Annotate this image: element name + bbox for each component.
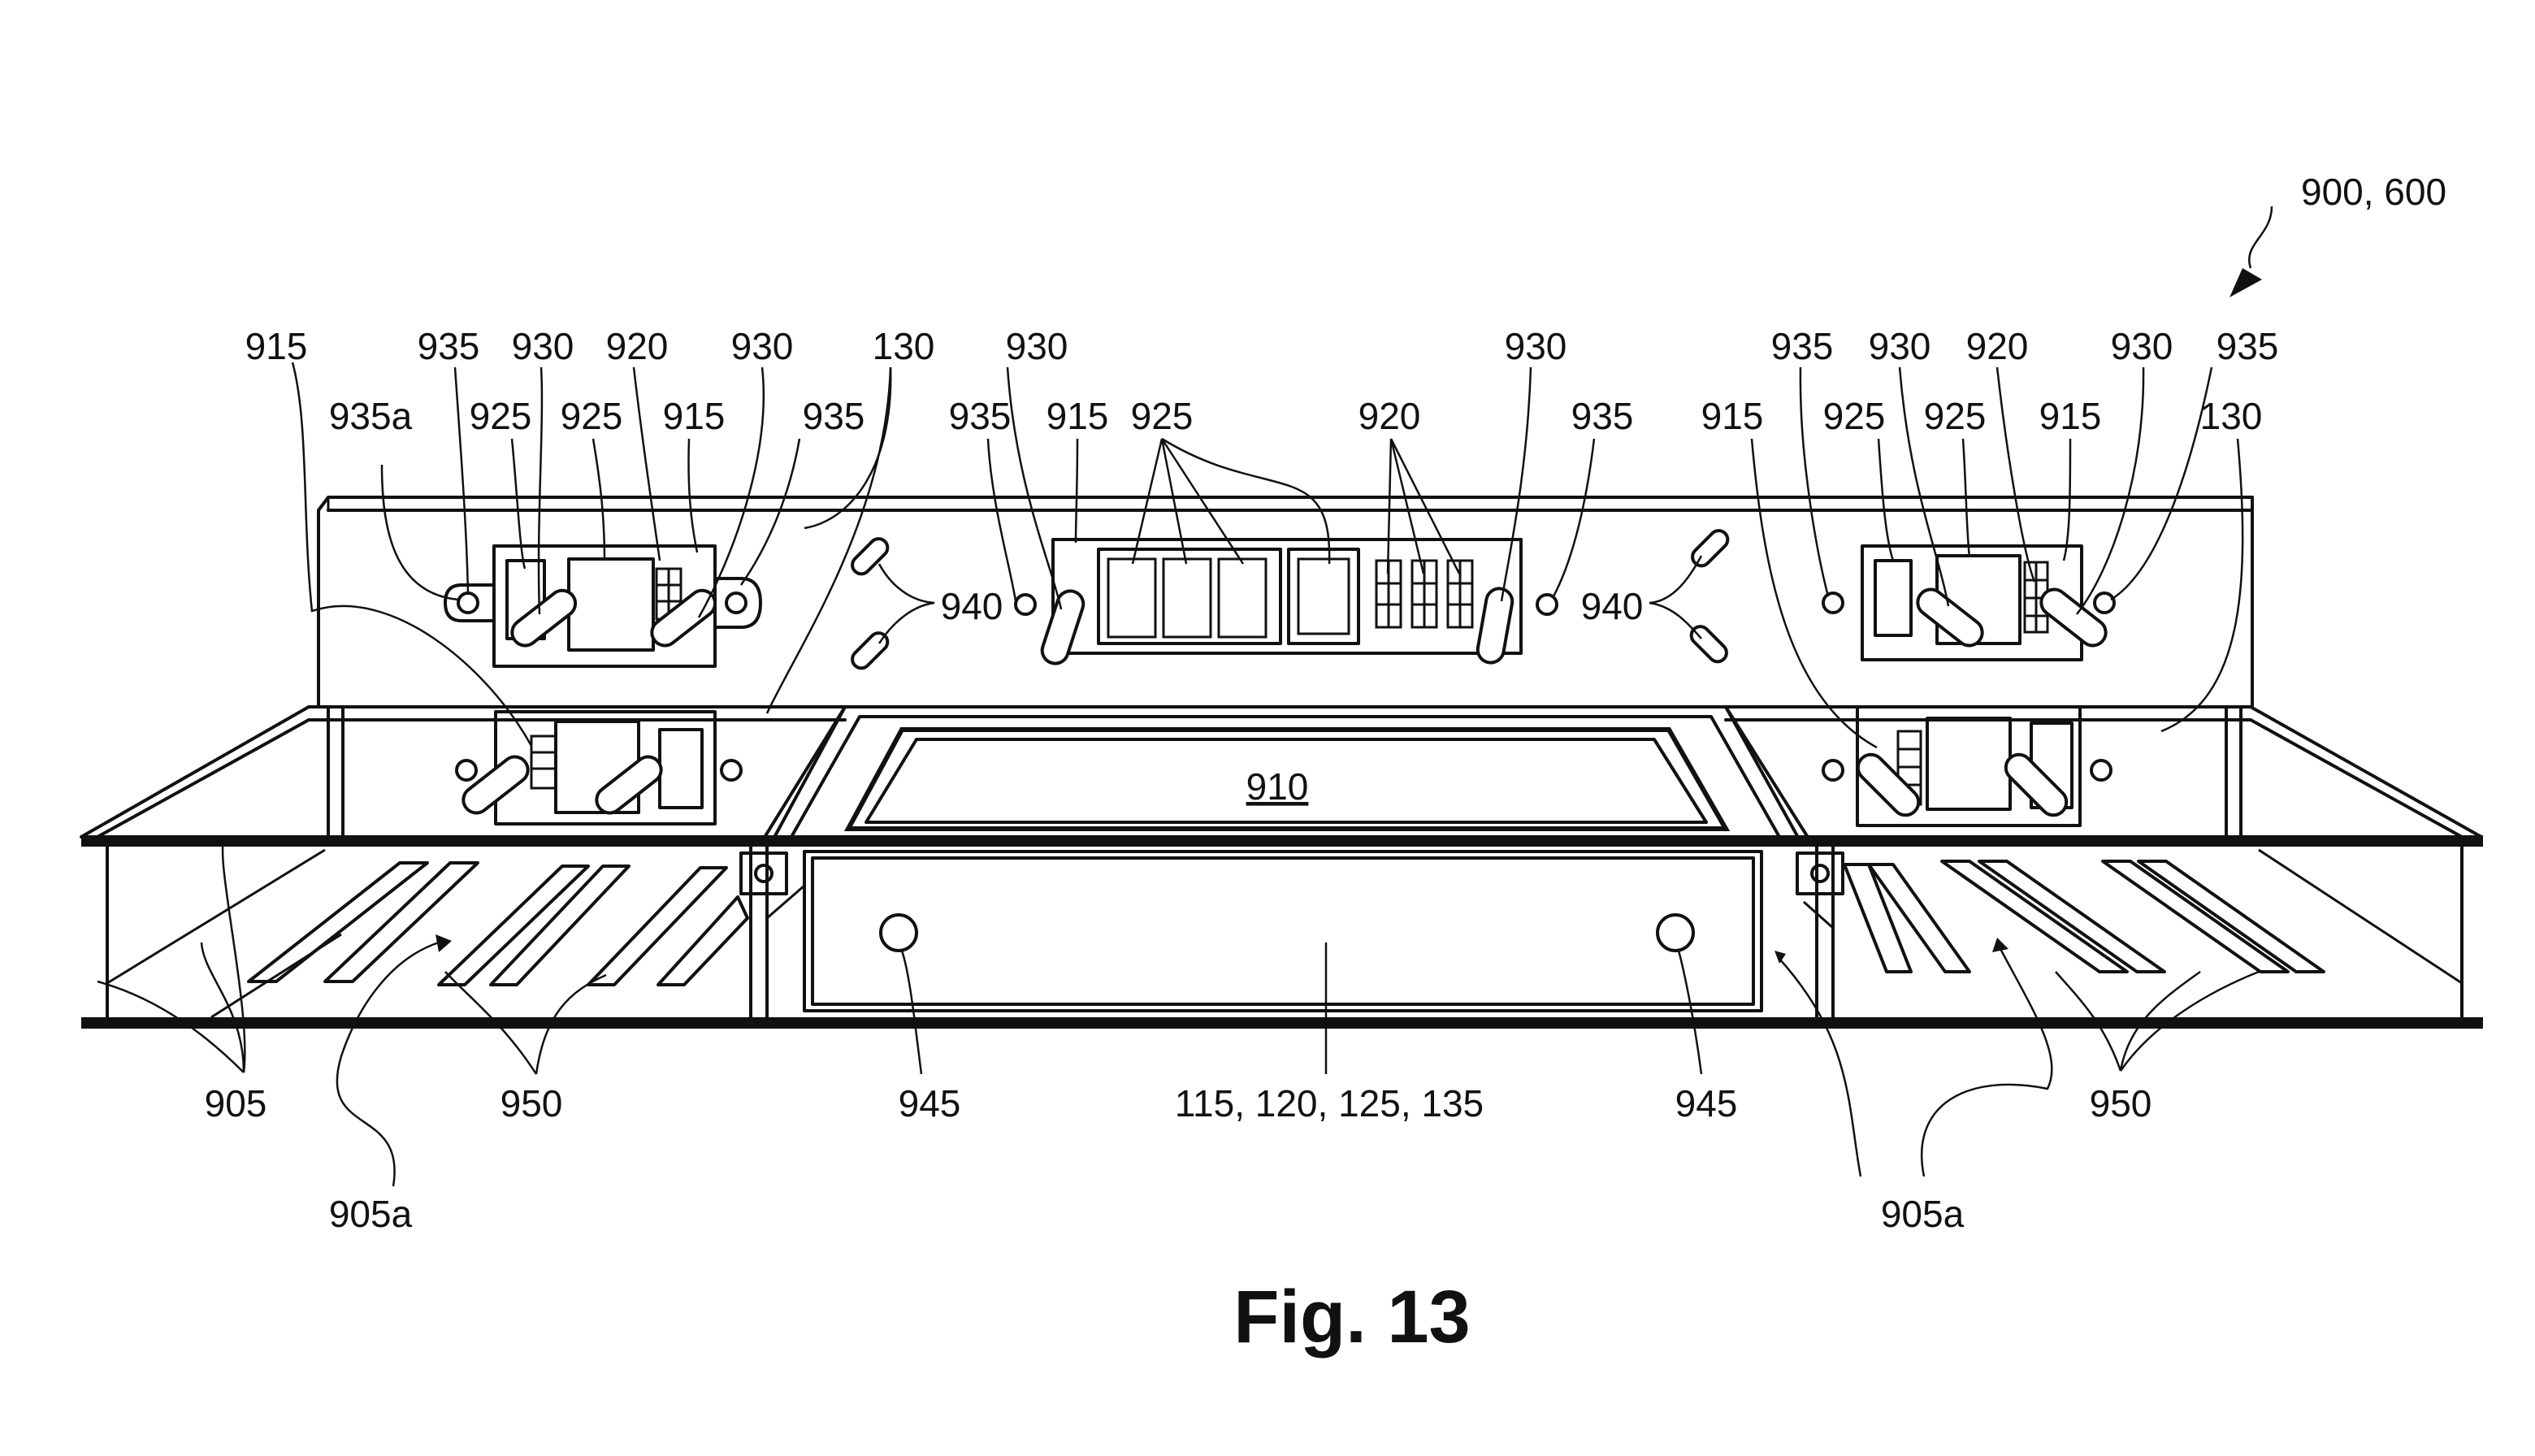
label-950: 950 <box>500 1082 563 1124</box>
label-130: 130 <box>2200 395 2263 437</box>
label-935: 935 <box>803 395 865 437</box>
vent-slots-950 <box>247 860 2325 986</box>
label-925: 925 <box>1131 395 1194 437</box>
reference-labels: 900, 600 915 935 930 920 930 130 930 930… <box>205 171 2446 1358</box>
label-930: 930 <box>2111 325 2173 367</box>
label-115-120-125-135: 115, 120, 125, 135 <box>1175 1082 1484 1124</box>
label-920: 920 <box>606 325 669 367</box>
label-915: 915 <box>663 395 726 437</box>
label-915: 915 <box>1701 395 1764 437</box>
label-905a: 905a <box>329 1193 413 1235</box>
label-925: 925 <box>561 395 623 437</box>
label-925: 925 <box>470 395 532 437</box>
label-905a: 905a <box>1881 1193 1965 1235</box>
label-925: 925 <box>1924 395 1987 437</box>
center-upper-module <box>1014 538 1558 665</box>
label-915: 915 <box>1046 395 1109 437</box>
label-935a: 935a <box>329 395 413 437</box>
label-940: 940 <box>1581 585 1644 627</box>
label-130: 130 <box>873 325 935 367</box>
label-950: 950 <box>2090 1082 2152 1124</box>
label-935: 935 <box>2216 325 2279 367</box>
label-945: 945 <box>1675 1082 1738 1124</box>
label-910: 910 <box>1246 765 1309 808</box>
label-925: 925 <box>1823 395 1886 437</box>
label-930: 930 <box>1006 325 1068 367</box>
label-915: 915 <box>2039 395 2102 437</box>
label-930: 930 <box>512 325 574 367</box>
label-935: 935 <box>949 395 1012 437</box>
figure-caption: Fig. 13 <box>1233 1276 1470 1358</box>
label-945: 945 <box>899 1082 961 1124</box>
front-base <box>81 835 2483 1029</box>
label-920: 920 <box>1358 395 1421 437</box>
label-935: 935 <box>418 325 480 367</box>
center-switch-group <box>1375 559 1474 629</box>
label-940: 940 <box>941 585 1003 627</box>
label-905: 905 <box>205 1082 267 1124</box>
label-900-600: 900, 600 <box>2301 171 2446 213</box>
label-935: 935 <box>1571 395 1634 437</box>
label-915: 915 <box>245 325 308 367</box>
label-930: 930 <box>731 325 794 367</box>
label-920: 920 <box>1966 325 2029 367</box>
leader-lines <box>97 206 2273 1187</box>
back-panel <box>317 496 2254 708</box>
label-930: 930 <box>1505 325 1567 367</box>
tray-frame <box>80 705 2483 838</box>
left-upper-module <box>444 544 762 668</box>
right-upper-module <box>1822 544 2116 661</box>
label-930: 930 <box>1869 325 1931 367</box>
label-935: 935 <box>1771 325 1834 367</box>
